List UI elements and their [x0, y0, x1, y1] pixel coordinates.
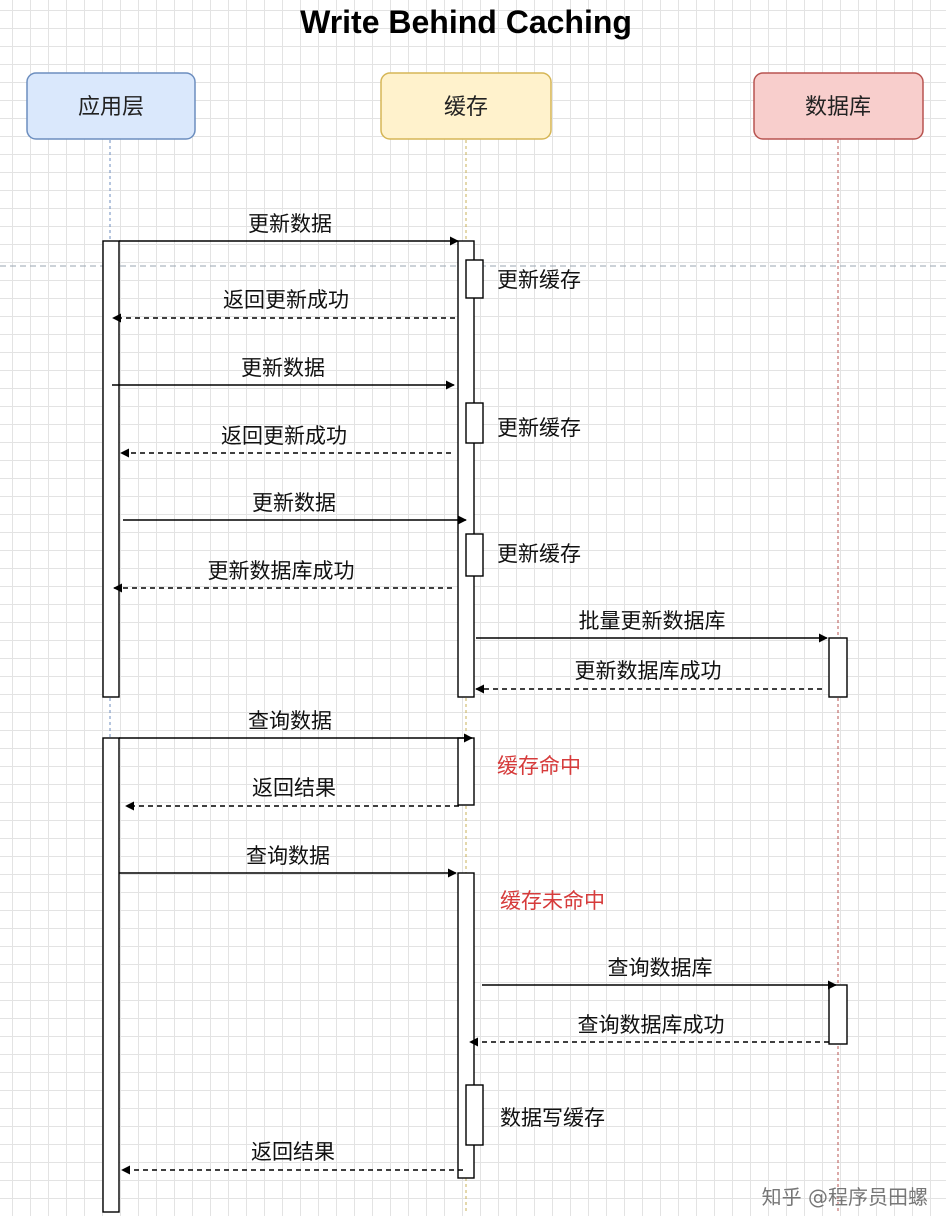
message-label-6: 更新数据库成功	[208, 559, 355, 583]
cache-self-call-4	[465, 1084, 484, 1146]
message-label-12: 查询数据库	[608, 956, 713, 980]
message-label-8: 更新数据库成功	[575, 659, 722, 683]
cache-self-call-1	[465, 259, 484, 299]
diagram-title: Write Behind Caching	[300, 4, 632, 40]
app-activation-2	[102, 737, 120, 1213]
cache-hit-note: 缓存命中	[497, 754, 581, 778]
app-activation-1	[102, 240, 120, 698]
message-label-3: 更新数据	[241, 356, 325, 380]
cache-miss-note: 缓存未命中	[500, 889, 605, 913]
cache-note-2: 更新缓存	[497, 416, 581, 440]
cache-self-call-3	[465, 533, 484, 577]
participant-app-label: 应用层	[78, 95, 144, 120]
watermark: 知乎 @程序员田螺	[762, 1185, 928, 1209]
cache-note-3: 更新缓存	[497, 542, 581, 566]
message-label-7: 批量更新数据库	[579, 609, 726, 633]
cache-note-write: 数据写缓存	[500, 1106, 605, 1130]
participant-db-box	[753, 72, 924, 140]
message-label-13: 查询数据库成功	[578, 1013, 725, 1037]
message-label-1: 更新数据	[248, 212, 332, 236]
message-label-5: 更新数据	[252, 491, 336, 515]
message-label-11: 查询数据	[246, 844, 330, 868]
participant-db: 数据库	[753, 72, 924, 140]
message-label-4: 返回更新成功	[221, 424, 347, 448]
cache-self-call-2	[465, 402, 484, 444]
participant-cache-box	[380, 72, 552, 140]
participant-db-label: 数据库	[805, 95, 871, 120]
participant-app: 应用层	[26, 72, 196, 140]
db-activation-2	[828, 984, 848, 1045]
message-label-2: 返回更新成功	[223, 288, 349, 312]
cache-activation-1	[457, 240, 475, 698]
participant-cache: 缓存	[380, 72, 552, 140]
message-label-10: 返回结果	[252, 776, 336, 800]
participant-cache-label: 缓存	[444, 95, 488, 120]
participant-app-box	[26, 72, 196, 140]
message-label-9: 查询数据	[248, 709, 332, 733]
db-activation-1	[828, 637, 848, 698]
cache-note-1: 更新缓存	[497, 268, 581, 292]
message-label-14: 返回结果	[251, 1140, 335, 1164]
cache-activation-2	[457, 737, 475, 806]
